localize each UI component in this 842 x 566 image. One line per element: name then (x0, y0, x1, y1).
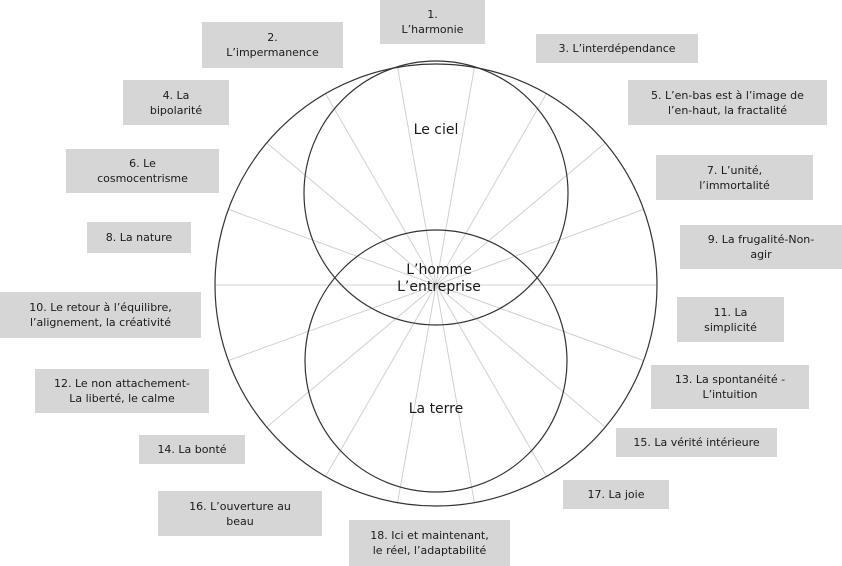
principle-box-8: 8. La nature (87, 222, 191, 253)
radial-line (435, 284, 644, 362)
principle-box-7: 7. L’unité, l’immortalité (656, 155, 813, 200)
principle-box-14: 14. La bonté (139, 435, 245, 464)
principle-box-13: 13. La spontanéité - L’intuition (651, 365, 809, 409)
principle-box-15: 15. La vérité intérieure (616, 428, 777, 457)
principle-label-10: 10. Le retour à l’équilibre, l’alignemen… (29, 301, 172, 329)
radial-lines (215, 67, 657, 503)
sky-label: Le ciel (413, 122, 459, 138)
principle-label-6: 6. Le cosmocentrisme (97, 157, 188, 185)
radial-line (325, 93, 437, 286)
principle-box-12: 12. Le non attachement- La liberté, le c… (35, 369, 209, 413)
principle-label-1: 1. L’harmonie (401, 8, 464, 36)
principle-box-3: 3. L’interdépendance (536, 34, 698, 63)
radial-line (435, 284, 475, 503)
radial-line (435, 208, 644, 286)
principle-box-4: 4. La bipolarité (123, 80, 229, 125)
principle-box-18: 18. Ici et maintenant, le réel, l’adapta… (349, 520, 510, 566)
principle-box-10: 10. Le retour à l’équilibre, l’alignemen… (0, 292, 201, 338)
earth-circle (304, 229, 568, 493)
radial-line (325, 284, 437, 477)
principle-box-2: 2. L’impermanence (202, 22, 343, 68)
radial-line (397, 67, 437, 286)
principle-box-9: 9. La frugalité-Non- agir (680, 225, 842, 269)
radial-line (435, 284, 547, 477)
principle-label-11: 11. La simplicité (704, 305, 757, 334)
principle-label-14: 14. La bonté (157, 443, 227, 456)
radial-line (435, 67, 475, 286)
radial-line (266, 284, 437, 428)
principle-label-3: 3. L’interdépendance (558, 42, 676, 55)
principle-box-16: 16. L’ouverture au beau (158, 491, 322, 536)
principle-label-5: 5. L’en-bas est à l’image de l’en-haut, … (651, 88, 804, 117)
principle-label-13: 13. La spontanéité - L’intuition (674, 373, 786, 401)
principle-label-8: 8. La nature (105, 231, 173, 244)
center-label-human-enterprise: L’homme L’entreprise (397, 262, 481, 295)
principle-label-7: 7. L’unité, l’immortalité (699, 163, 770, 192)
radial-line (266, 142, 437, 286)
principle-label-17: 17. La joie (587, 488, 645, 501)
principle-box-6: 6. Le cosmocentrisme (66, 149, 219, 193)
radial-line (435, 142, 606, 286)
principle-box-1: 1. L’harmonie (380, 0, 485, 44)
radial-line (397, 284, 437, 503)
principle-label-16: 16. L’ouverture au beau (189, 499, 291, 528)
outer-circle (214, 63, 658, 507)
radial-line (228, 208, 437, 286)
principle-label-18: 18. Ici et maintenant, le réel, l’adapta… (370, 529, 489, 557)
radial-line (228, 284, 437, 362)
principle-label-12: 12. Le non attachement- La liberté, le c… (54, 377, 190, 405)
principle-label-4: 4. La bipolarité (149, 88, 203, 117)
principle-box-17: 17. La joie (563, 480, 669, 509)
earth-label: La terre (408, 401, 464, 417)
radial-line (435, 284, 606, 428)
principle-box-11: 11. La simplicité (677, 297, 784, 342)
sky-circle (303, 60, 569, 326)
principle-label-9: 9. La frugalité-Non- agir (707, 233, 815, 261)
principle-label-15: 15. La vérité intérieure (633, 436, 760, 449)
principle-label-2: 2. L’impermanence (226, 31, 319, 59)
principle-box-5: 5. L’en-bas est à l’image de l’en-haut, … (628, 80, 827, 125)
radial-line (435, 93, 547, 286)
